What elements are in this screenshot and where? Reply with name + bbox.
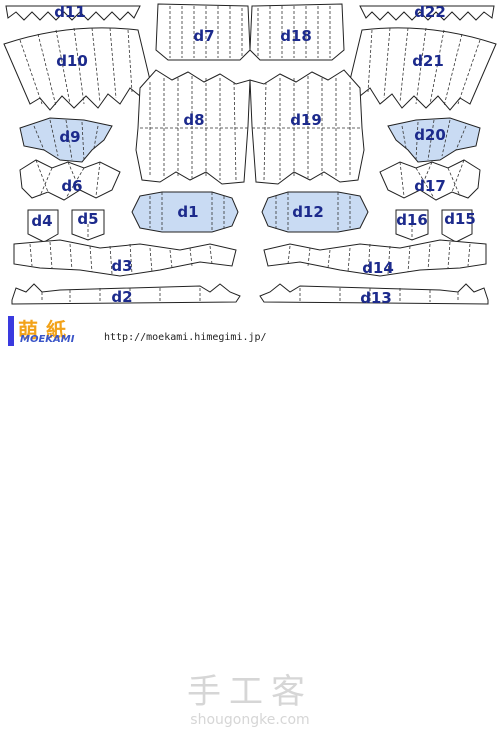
part-d20	[387, 117, 481, 163]
label-d12: d12	[292, 203, 324, 221]
label-d6: d6	[61, 177, 82, 195]
part-d9: d9	[19, 117, 113, 163]
label-d19: d19	[290, 111, 322, 129]
moekami-logo: 萌紙 MOEKAMI	[8, 316, 96, 346]
part-d7: d7	[155, 3, 251, 61]
label-d7: d7	[193, 27, 214, 45]
part-d14	[263, 239, 487, 277]
part-d12	[261, 191, 369, 233]
logo-accent-bar	[8, 316, 14, 346]
label-d20: d20	[414, 126, 446, 144]
logo-roman: MOEKAMI	[20, 334, 75, 345]
label-d18: d18	[280, 27, 312, 45]
part-d4: d4	[27, 209, 59, 243]
part-d16	[395, 209, 429, 241]
label-d5: d5	[77, 210, 98, 228]
label-d17: d17	[414, 177, 446, 195]
part-d13	[259, 283, 489, 305]
label-d21: d21	[412, 52, 444, 70]
label-d3: d3	[111, 257, 132, 275]
papercraft-pattern-sheet: d11 d10 d7 d8 d9 d6 d1 d4	[3, 3, 497, 307]
watermark-chinese: 手工客	[187, 672, 313, 712]
label-d9: d9	[59, 128, 80, 146]
logo-kanji: 萌紙	[18, 318, 74, 342]
part-d22	[359, 5, 495, 21]
part-d8: d8	[135, 69, 251, 185]
label-d4: d4	[31, 212, 52, 230]
part-d17	[379, 159, 481, 201]
part-d21	[349, 27, 497, 111]
part-d1: d1	[131, 191, 239, 233]
part-d15	[441, 209, 473, 243]
part-d6: d6	[19, 159, 121, 201]
site-url-link[interactable]: http://moekami.himegimi.jp/	[104, 332, 267, 343]
part-d19	[249, 69, 365, 185]
part-d10: d10	[3, 27, 151, 111]
label-d11: d11	[54, 3, 86, 21]
part-d18	[249, 3, 345, 61]
label-d22: d22	[414, 3, 446, 21]
label-d1: d1	[177, 203, 198, 221]
watermark-domain: shougongke.com	[190, 712, 310, 728]
part-d5: d5	[71, 209, 105, 241]
label-d14: d14	[362, 259, 394, 277]
part-d3: d3	[13, 239, 237, 277]
label-d2: d2	[111, 288, 132, 306]
label-d10: d10	[56, 52, 88, 70]
label-d16: d16	[396, 211, 428, 229]
label-d13: d13	[360, 289, 392, 307]
part-d11: d11	[5, 3, 141, 21]
label-d15: d15	[444, 210, 476, 228]
part-d2: d2	[11, 283, 241, 306]
label-d8: d8	[183, 111, 204, 129]
